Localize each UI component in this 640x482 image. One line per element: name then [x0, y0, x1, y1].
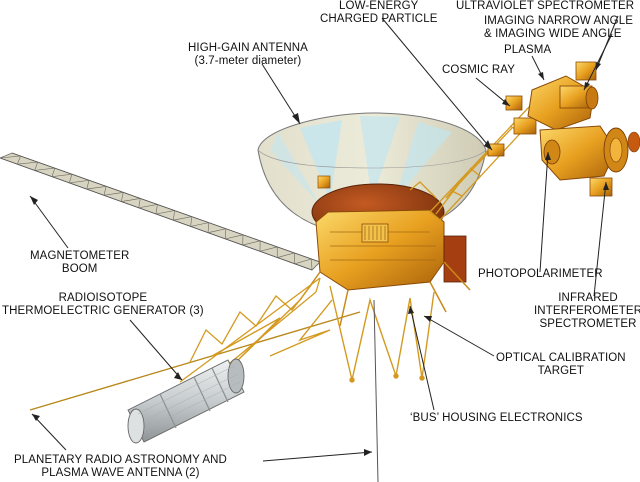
radio-antenna-whip: [29, 311, 361, 411]
label-imaging: IMAGING NARROW ANGLE & IMAGING WIDE ANGL…: [484, 15, 633, 40]
label-ultraviolet-spectrometer: ULTRAVIOLET SPECTROMETER: [456, 0, 635, 12]
label-low-energy-charged-particle: LOW-ENERGY CHARGED PARTICLE: [320, 0, 438, 25]
leader-arrowheads: [30, 62, 609, 456]
science-boom: [409, 105, 541, 221]
label-infrared-interferometer-spectrometer: INFRARED INTERFEROMETER SPECTROMETER: [534, 292, 640, 330]
label-planetary-radio-astronomy: PLANETARY RADIO ASTRONOMY AND PLASMA WAV…: [14, 454, 227, 479]
label-optical-calibration-target: OPTICAL CALIBRATION TARGET: [496, 352, 626, 377]
label-photopolarimeter: PHOTOPOLARIMETER: [478, 268, 603, 280]
rtg-generators: [127, 358, 245, 444]
leader-lines: [29, 15, 619, 462]
lower-antenna-rod: [373, 299, 379, 482]
label-magnetometer-boom: MAGNETOMETER BOOM: [30, 250, 130, 275]
label-plasma: PLASMA: [504, 44, 552, 56]
lecp-instrument: [487, 143, 505, 157]
label-cosmic-ray: COSMIC RAY: [442, 64, 515, 76]
label-bus-housing-electronics: ‘BUS’ HOUSING ELECTRONICS: [410, 412, 583, 424]
sensor-box: [317, 175, 331, 189]
label-rtg: RADIOISOTOPE THERMOELECTRIC GENERATOR (3…: [2, 292, 204, 317]
magnetometer-boom: [0, 152, 321, 271]
scan-platform: [527, 61, 640, 197]
spacecraft-bus: [299, 183, 471, 327]
label-high-gain-antenna: HIGH-GAIN ANTENNA (3.7-meter diameter): [188, 42, 308, 67]
